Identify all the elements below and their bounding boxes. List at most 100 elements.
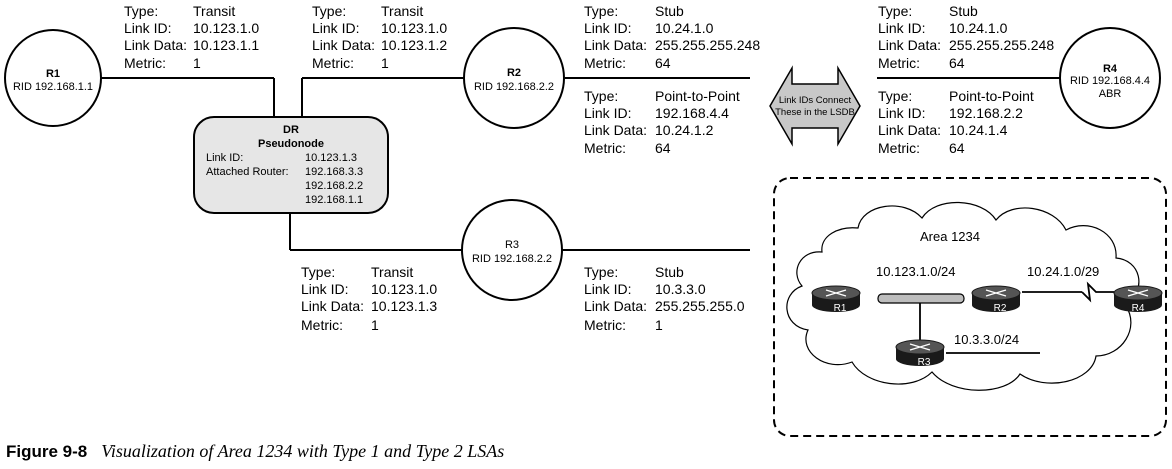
lsa-field-label: Metric: [584, 55, 626, 71]
router-node-r1: R1 RID 192.168.1.1 [4, 29, 102, 127]
r4-rid: RID 192.168.4.4 [1070, 75, 1150, 87]
lsa-field-label: Type: [584, 88, 618, 104]
lsa-field-label: Link ID: [124, 20, 171, 36]
net-r2-r4-label: 10.24.1.0/29 [1027, 264, 1099, 279]
lsa-field-value: 192.168.2.2 [949, 105, 1023, 121]
lsa-field-value: 64 [655, 140, 671, 156]
router-arrows-icon [825, 289, 847, 297]
area-label: Area 1234 [920, 229, 980, 244]
lsa-field-label: Type: [878, 3, 912, 19]
lsa-field-value: Stub [655, 3, 684, 19]
lsa-field-value: 10.123.1.1 [193, 37, 259, 53]
lsa-field-value: 10.123.1.2 [381, 37, 447, 53]
lsa-field-label: Metric: [878, 140, 920, 156]
lsa-field-label: Type: [584, 264, 618, 280]
lsa-field-label: Metric: [301, 317, 343, 333]
area-boundary [773, 177, 1167, 437]
lsa-field-label: Link ID: [584, 20, 631, 36]
lsa-field-label: Link Data: [878, 37, 941, 53]
router-arrows-icon [1127, 289, 1149, 297]
r2-rid: RID 192.168.2.2 [474, 81, 554, 93]
net-r3-label: 10.3.3.0/24 [954, 332, 1019, 347]
topology-links [919, 281, 1114, 354]
lsa-field-value: 255.255.255.248 [949, 37, 1054, 53]
lsa-block-r3-transit: Type: Transit Link ID: 10.123.1.0 Link D… [301, 264, 437, 333]
lsa-field-label: Link Data: [584, 37, 647, 53]
lsa-field-value: 64 [949, 140, 965, 156]
router-node-r2: R2 RID 192.168.2.2 [463, 27, 565, 129]
topology-router-r1-label: R1 [834, 303, 847, 314]
lsa-field-label: Metric: [584, 140, 626, 156]
lsa-field-label: Type: [312, 3, 346, 19]
r1-rid: RID 192.168.1.1 [13, 81, 93, 93]
shared-segment [877, 293, 965, 304]
figure-label: Figure 9-8 [6, 442, 88, 461]
lsa-block-r3-stub: Type: Stub Link ID: 10.3.3.0 Link Data: … [584, 264, 745, 333]
r4-name: R4 [1103, 63, 1118, 75]
lsdb-links [101, 77, 1060, 251]
r2-name: R2 [507, 67, 521, 79]
dr-attached-router: 192.168.2.2 [305, 180, 363, 192]
lsa-field-label: Link ID: [878, 20, 925, 36]
net-r1-r2-label: 10.123.1.0/24 [876, 264, 956, 279]
topology-router-r4: R4 [1113, 285, 1163, 314]
lsa-field-label: Type: [301, 264, 335, 280]
lsa-field-value: 10.3.3.0 [655, 281, 706, 297]
router-node-r3: R3 RID 192.168.2.2 [461, 199, 563, 301]
lsa-field-label: Link ID: [312, 20, 359, 36]
lsa-field-value: 1 [381, 55, 389, 71]
dr-subtitle: Pseudonode [258, 138, 324, 150]
figure-caption: Figure 9-8 Visualization of Area 1234 wit… [6, 441, 1166, 467]
router-node-r4: R4 RID 192.168.4.4 ABR [1059, 27, 1161, 129]
lsa-field-value: 10.24.1.4 [949, 122, 1008, 138]
topology-router-r1: R1 [811, 285, 861, 314]
lsa-field-label: Link ID: [584, 281, 631, 297]
lsa-field-label: Link Data: [124, 37, 187, 53]
lsa-block-r1-transit: Type: Transit Link ID: 10.123.1.0 Link D… [124, 3, 259, 71]
dr-link-id-label: Link ID: [206, 152, 243, 164]
r4-role: ABR [1099, 88, 1122, 100]
lsa-field-label: Link Data: [301, 298, 364, 314]
lsa-field-value: Stub [655, 264, 684, 280]
topology-router-r2: R2 [971, 285, 1021, 314]
lsa-field-value: 1 [371, 317, 379, 333]
lsa-field-value: 255.255.255.0 [655, 298, 745, 314]
router-arrows-icon [909, 343, 931, 351]
lsa-field-label: Link ID: [878, 105, 925, 121]
lsa-field-value: Point-to-Point [655, 88, 740, 104]
lsa-field-label: Link Data: [312, 37, 375, 53]
lsa-field-value: Point-to-Point [949, 88, 1034, 104]
lsa-field-value: Transit [371, 264, 413, 280]
lsa-block-r2-p2p: Type: Point-to-Point Link ID: 192.168.4.… [584, 88, 740, 156]
lsa-field-label: Type: [124, 3, 158, 19]
lsa-field-value: 10.123.1.3 [371, 298, 437, 314]
lsa-field-value: 10.24.1.0 [949, 20, 1008, 36]
lsa-field-label: Link Data: [584, 298, 647, 314]
dr-title: DR [283, 124, 299, 136]
lsa-field-label: Type: [584, 3, 618, 19]
lsa-field-label: Link Data: [584, 122, 647, 138]
lsa-field-label: Link ID: [301, 281, 348, 297]
lsa-field-label: Type: [878, 88, 912, 104]
r3-rid: RID 192.168.2.2 [472, 253, 552, 265]
lsa-field-value: 10.24.1.0 [655, 20, 714, 36]
lsa-block-r2-stub: Type: Stub Link ID: 10.24.1.0 Link Data:… [584, 3, 760, 71]
lsa-field-label: Link ID: [584, 105, 631, 121]
figure-title: Visualization of Area 1234 with Type 1 a… [101, 441, 505, 461]
lsa-field-value: Stub [949, 3, 978, 19]
lsa-field-value: 192.168.4.4 [655, 105, 729, 121]
lsdb-link-arrow: Link IDs Connect These in the LSDB [769, 65, 861, 147]
double-arrow-icon [769, 65, 861, 147]
lsa-field-value: 1 [193, 55, 201, 71]
topology-router-r3-label: R3 [918, 357, 931, 368]
router-arrows-icon [985, 289, 1007, 297]
dr-attached-router: 192.168.1.1 [305, 194, 363, 206]
lsa-block-r2-transit: Type: Transit Link ID: 10.123.1.0 Link D… [312, 3, 447, 71]
topology-router-r4-label: R4 [1132, 303, 1145, 314]
lsa-block-r4-p2p: Type: Point-to-Point Link ID: 192.168.2.… [878, 88, 1034, 156]
lsa-field-value: 10.123.1.0 [371, 281, 437, 297]
topology-router-r3: R3 [895, 339, 945, 368]
lsa-field-label: Metric: [312, 55, 354, 71]
lsa-field-label: Metric: [584, 317, 626, 333]
